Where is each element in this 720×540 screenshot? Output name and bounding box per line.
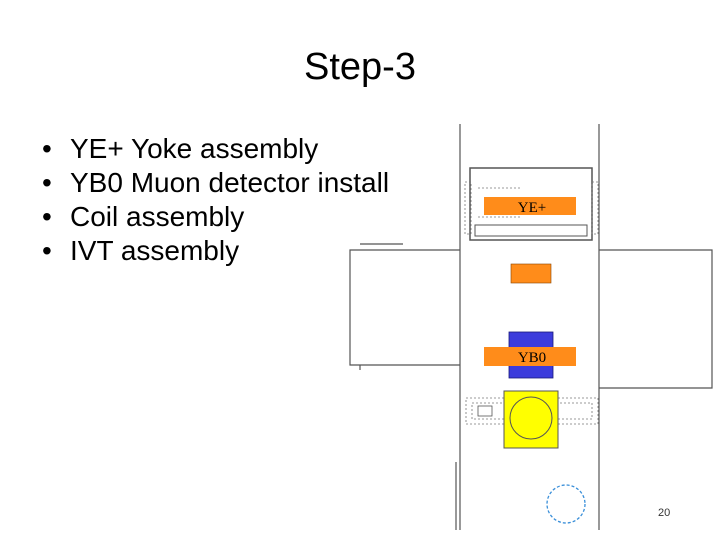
yellow-block-circle	[509, 396, 553, 440]
bullet-list: • YE+ Yoke assembly • YB0 Muon detector in…	[42, 132, 389, 268]
ye-plus-label: YE+	[518, 200, 546, 216]
bullet-item: • YE+ Yoke assembly	[42, 132, 389, 166]
slide-title: Step-3	[304, 46, 416, 88]
bullet-dot-icon: •	[42, 201, 52, 232]
ivt-circle	[546, 484, 586, 524]
bullet-dot-icon: •	[42, 133, 52, 164]
bullet-dot-icon: •	[42, 235, 52, 266]
yb0-label: YB0	[518, 350, 546, 366]
lower-platform	[465, 390, 599, 449]
ye-plus-left-support	[464, 181, 472, 235]
bullet-text: IVT assembly	[70, 235, 240, 266]
ye-plus-base	[474, 224, 588, 237]
right-side-room	[599, 249, 713, 389]
bullet-item: • IVT assembly	[42, 234, 389, 268]
yb0-assembly: YB0	[484, 331, 576, 379]
bullet-text: YB0 Muon detector install	[70, 167, 390, 198]
ye-plus-right-support	[591, 181, 599, 235]
bullet-dot-icon: •	[42, 167, 52, 198]
left-side-room	[349, 249, 460, 366]
bullet-text: YE+ Yoke assembly	[70, 133, 319, 164]
page-number: 20	[658, 507, 671, 519]
lower-platform-bracket	[477, 405, 493, 417]
coil-block	[510, 263, 552, 284]
bullet-item: • YB0 Muon detector install	[42, 166, 389, 200]
ye-plus-bar	[484, 197, 576, 215]
ye-plus-platform: YE+	[464, 167, 599, 241]
hall-walls	[455, 124, 600, 530]
bullet-item: • Coil assembly	[42, 200, 389, 234]
bullet-text: Coil assembly	[70, 201, 245, 232]
yb0-bar	[484, 347, 576, 366]
side-rooms	[349, 243, 713, 389]
